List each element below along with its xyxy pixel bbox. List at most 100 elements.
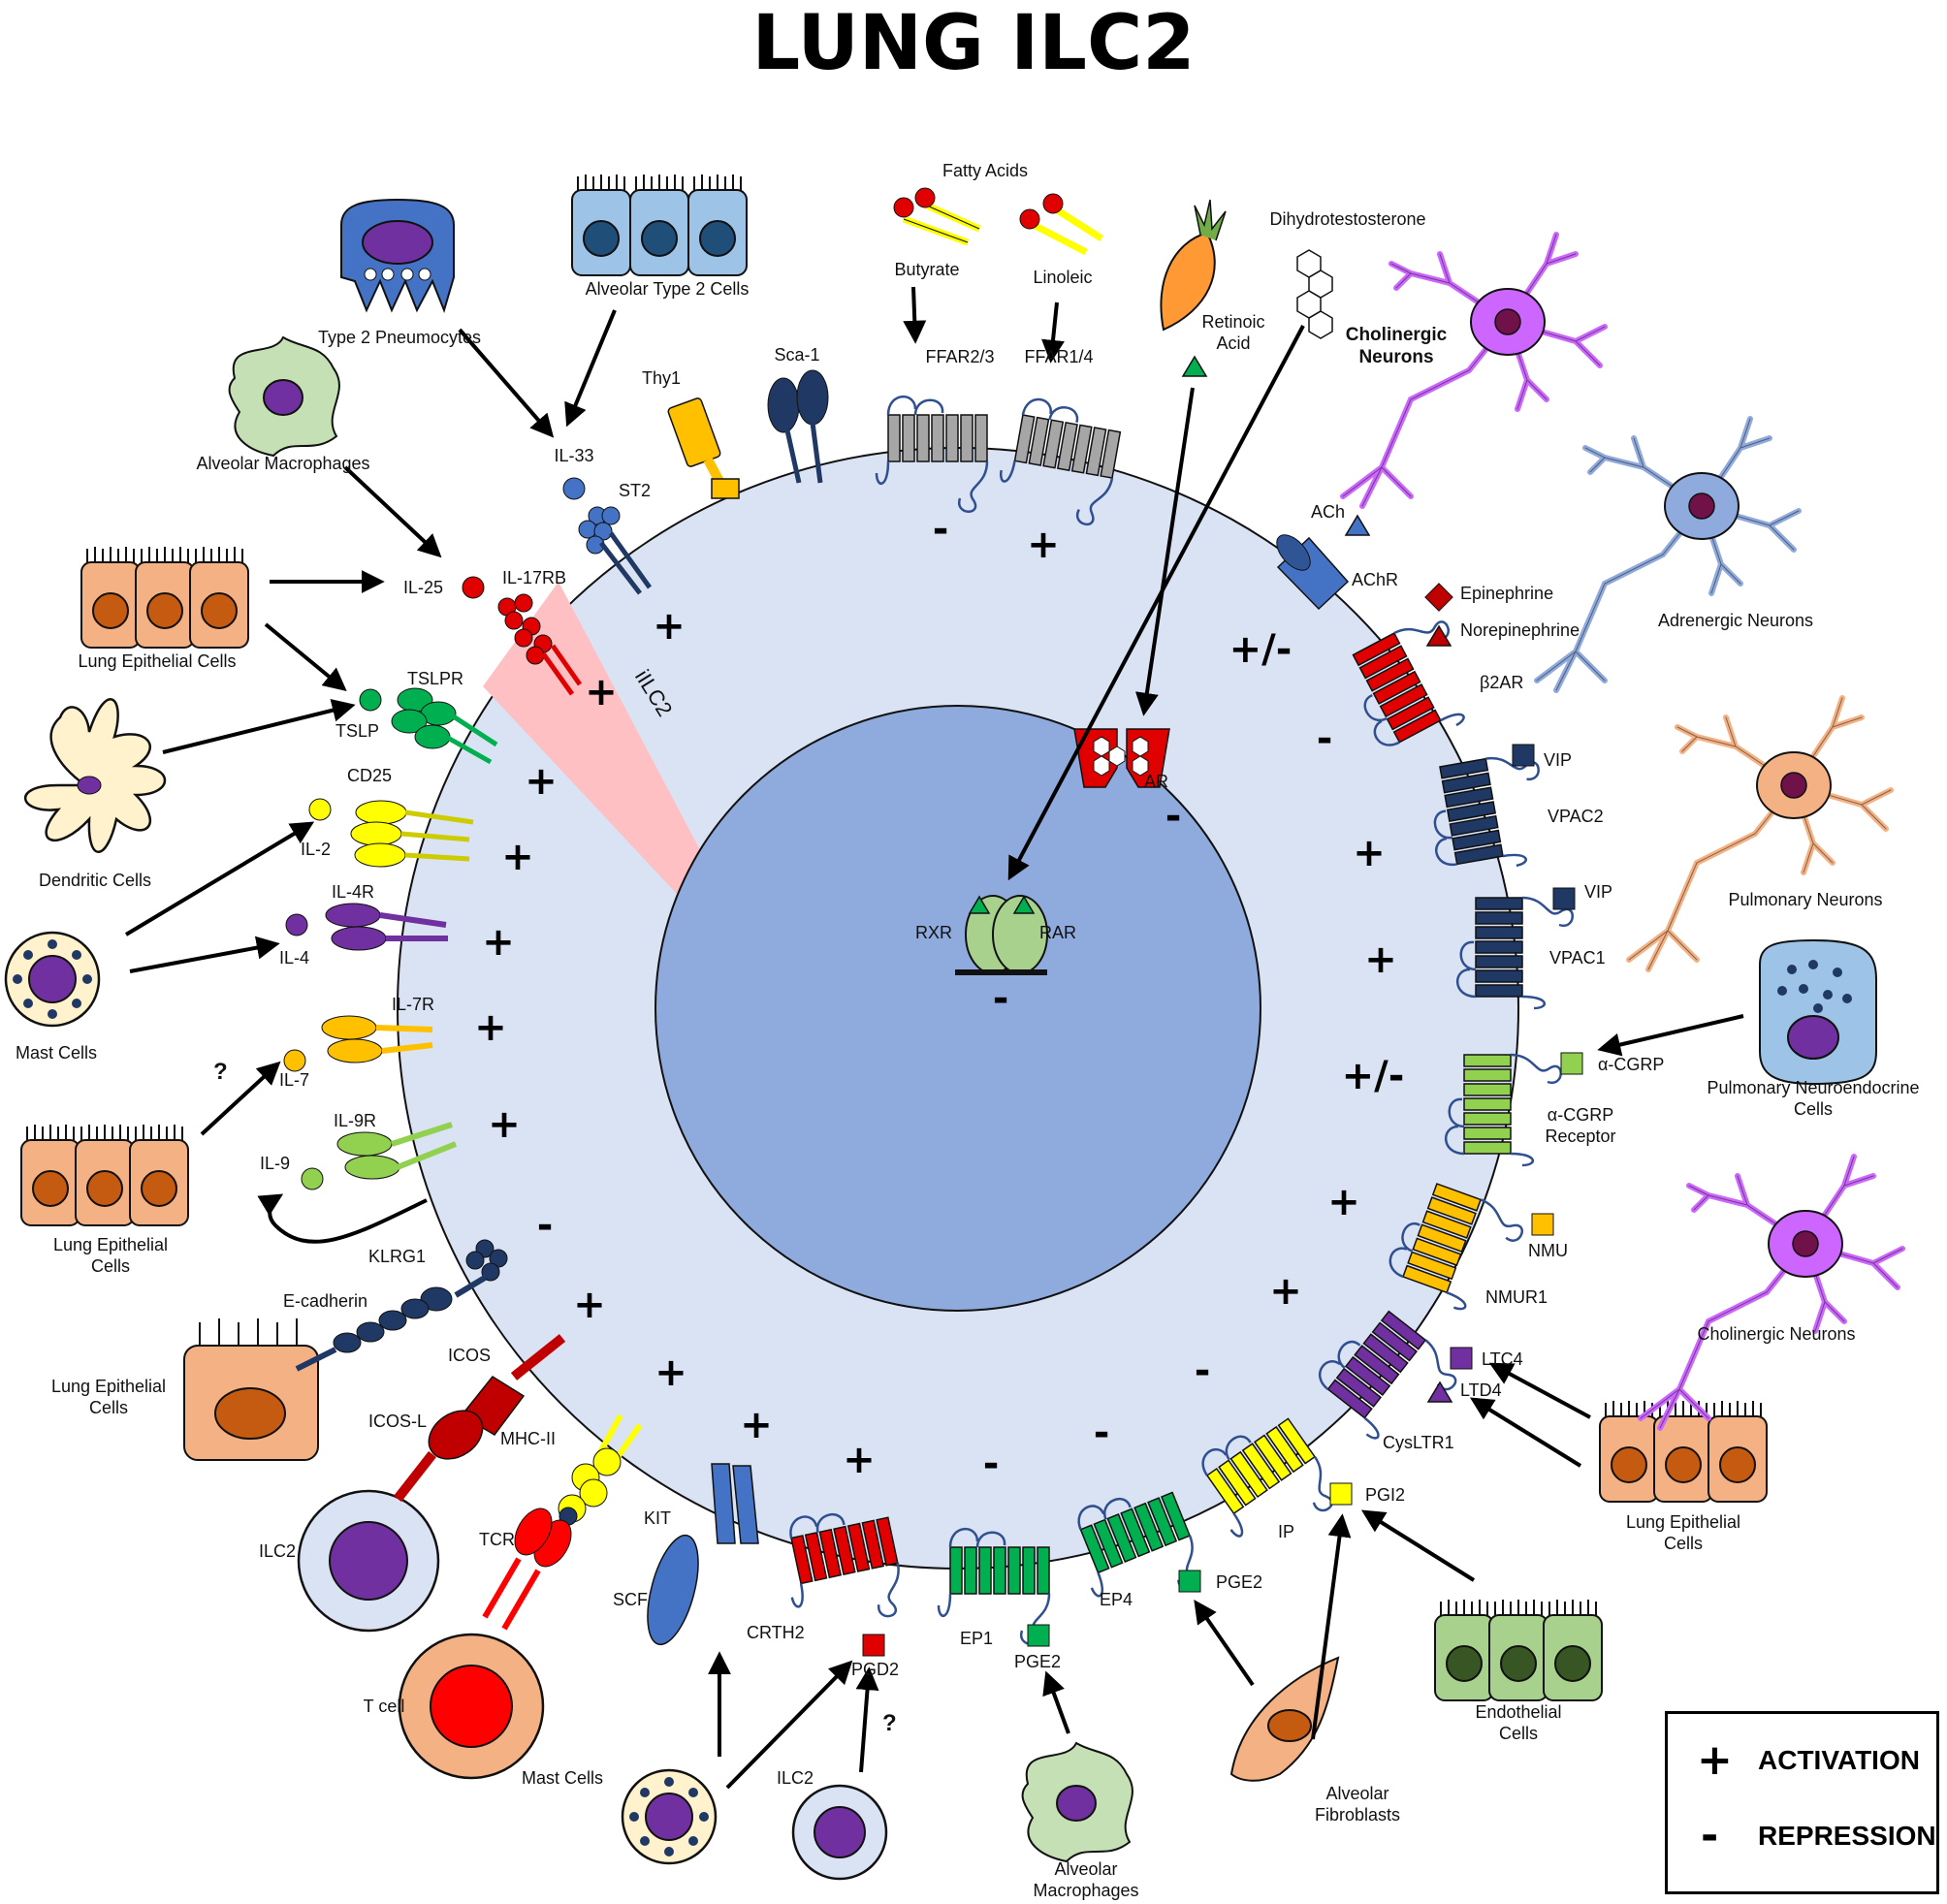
label-tcr: TCR	[479, 1530, 515, 1549]
type2-pneumocyte-cell	[340, 198, 455, 314]
adrenergic-neuron	[1537, 419, 1799, 690]
sign-st2: +	[653, 604, 686, 649]
page-title: LUNG ILC2	[751, 0, 1196, 87]
label-ltc4: LTC4	[1482, 1349, 1523, 1369]
label-cgrp: α-CGRP	[1598, 1055, 1665, 1074]
sign-ep4: -	[1093, 1411, 1110, 1455]
label-norepinephrine: Norepinephrine	[1460, 620, 1580, 640]
label-st2: ST2	[619, 481, 652, 500]
sign-il9r: +	[488, 1102, 521, 1147]
label-achr: AChR	[1352, 570, 1399, 589]
pge2-left-square-icon	[1027, 1624, 1050, 1647]
alveolar-type2-cells	[571, 174, 748, 276]
label-icos: ICOS	[448, 1346, 492, 1365]
endothelial-cells	[1434, 1599, 1603, 1701]
label-type2-pneumocytes: Type 2 Pneumocytes	[317, 328, 482, 347]
ltd4-triangle-icon	[1426, 1380, 1453, 1403]
retinoic-acid-triangle-icon	[1181, 355, 1208, 377]
label-fatty-acids: Fatty Acids	[942, 161, 1029, 180]
legend-repression-label: REPRESSION	[1758, 1821, 1936, 1851]
vip-1-square-icon	[1512, 744, 1535, 767]
legend-repression-symbol: -	[1701, 1811, 1719, 1860]
label-cysltr1: CysLTR1	[1383, 1433, 1454, 1452]
mast-cell-bottom	[621, 1768, 718, 1865]
il33-ligand	[562, 477, 586, 500]
label-ar: AR	[1144, 772, 1169, 791]
alveolar-fibroblast	[1229, 1656, 1340, 1782]
il9r-receptor	[336, 1122, 458, 1180]
cholinergic-neuron-top	[1343, 235, 1605, 506]
sign-cysltr1: +	[1269, 1269, 1302, 1314]
t-cell	[398, 1633, 545, 1780]
alveolar-macrophage-top	[228, 336, 340, 457]
butyrate-molecule-icon	[893, 187, 981, 246]
label-dendritic-cells: Dendritic Cells	[38, 871, 152, 890]
androgen-receptor	[1073, 728, 1170, 788]
sign-cgrp: +/-	[1341, 1054, 1405, 1098]
label-thy1: Thy1	[641, 368, 682, 388]
legend-activation-label: ACTIVATION	[1758, 1745, 1920, 1775]
crth2-receptor-shape	[775, 1498, 910, 1636]
label-tslpr: TSLPR	[407, 669, 464, 688]
lung-epithelial-cells-3	[183, 1318, 319, 1461]
label-lung-epithelial-2: Lung Epithelial Cells	[52, 1235, 169, 1276]
label-pgd2: PGD2	[851, 1660, 900, 1679]
label-pulmonary-neurons: Pulmonary Neurons	[1728, 890, 1883, 909]
cholinergic-neuron-bottom	[1641, 1157, 1902, 1428]
sign-nmur1: +	[1327, 1180, 1360, 1224]
st2-receptor	[578, 506, 653, 595]
label-sca1: Sca-1	[774, 345, 820, 365]
thy1-receptor-shape	[667, 397, 740, 499]
sign-mhc: +	[740, 1403, 773, 1447]
label-alveolar-fibroblasts: Alveolar Fibroblasts	[1314, 1784, 1401, 1825]
il17rb-receptor	[497, 593, 583, 696]
legend-activation-row: + ACTIVATION	[1668, 1735, 1936, 1793]
tslp-ligand	[359, 688, 382, 712]
il9-ligand	[301, 1167, 324, 1190]
sca1-receptor-shape	[767, 369, 829, 484]
ilc2-nucleus	[654, 705, 1261, 1312]
label-il33: IL-33	[554, 446, 594, 465]
label-alveolar-type2-cells: Alveolar Type 2 Cells	[585, 279, 750, 299]
lung-epithelial-cells-2	[20, 1124, 189, 1226]
label-klrg1: KLRG1	[368, 1247, 427, 1266]
label-cgrp-receptor: α-CGRP Receptor	[1545, 1105, 1616, 1146]
pulmonary-neuroendocrine-cell	[1759, 938, 1877, 1086]
pgd2-square-icon	[862, 1634, 885, 1657]
il2-ligand	[308, 798, 332, 821]
label-icos-l: ICOS-L	[368, 1412, 428, 1431]
label-mhc2: MHC-II	[500, 1429, 556, 1448]
tslpr-receptor	[391, 687, 498, 765]
label-il9r: IL-9R	[334, 1111, 377, 1130]
ilc2-cell-left	[297, 1489, 440, 1633]
label-il7r: IL-7R	[392, 995, 435, 1014]
sign-il17rb: +	[585, 670, 618, 714]
carrot-icon	[1160, 199, 1227, 332]
question-mark-il7: ?	[213, 1059, 228, 1085]
label-il4r: IL-4R	[332, 882, 375, 902]
label-nmu: NMU	[1528, 1241, 1568, 1260]
label-linoleic: Linoleic	[1033, 268, 1093, 287]
sign-b2ar: -	[1316, 716, 1333, 761]
label-vip-1: VIP	[1544, 750, 1573, 770]
label-scf: SCF	[613, 1590, 648, 1609]
label-lung-epithelial-4: Lung Epithelial Cells	[1625, 1512, 1741, 1553]
pge2-right-square-icon	[1178, 1570, 1201, 1593]
ach-triangle-icon	[1344, 514, 1371, 536]
sign-ep1: -	[982, 1442, 1000, 1486]
sign-icos: +	[654, 1350, 687, 1395]
label-il4: IL-4	[279, 948, 310, 968]
label-vpac1: VPAC1	[1549, 948, 1606, 968]
question-mark-pgd2: ?	[882, 1710, 897, 1736]
legend-box: + ACTIVATION - REPRESSION	[1665, 1711, 1939, 1894]
klrg1-e-cadherin-complex	[295, 1239, 508, 1372]
sign-klrg1: +	[573, 1283, 606, 1327]
label-retinoic-acid: Retinoic Acid	[1201, 312, 1265, 353]
label-alveolar-macrophages-bottom: Alveolar Macrophages	[1033, 1859, 1139, 1900]
label-pgi2: PGI2	[1365, 1485, 1406, 1505]
label-il7: IL-7	[279, 1070, 310, 1090]
lung-epithelial-cells-1	[80, 546, 249, 649]
label-ep4: EP4	[1100, 1590, 1133, 1609]
label-dht: Dihydrotestosterone	[1269, 209, 1426, 229]
